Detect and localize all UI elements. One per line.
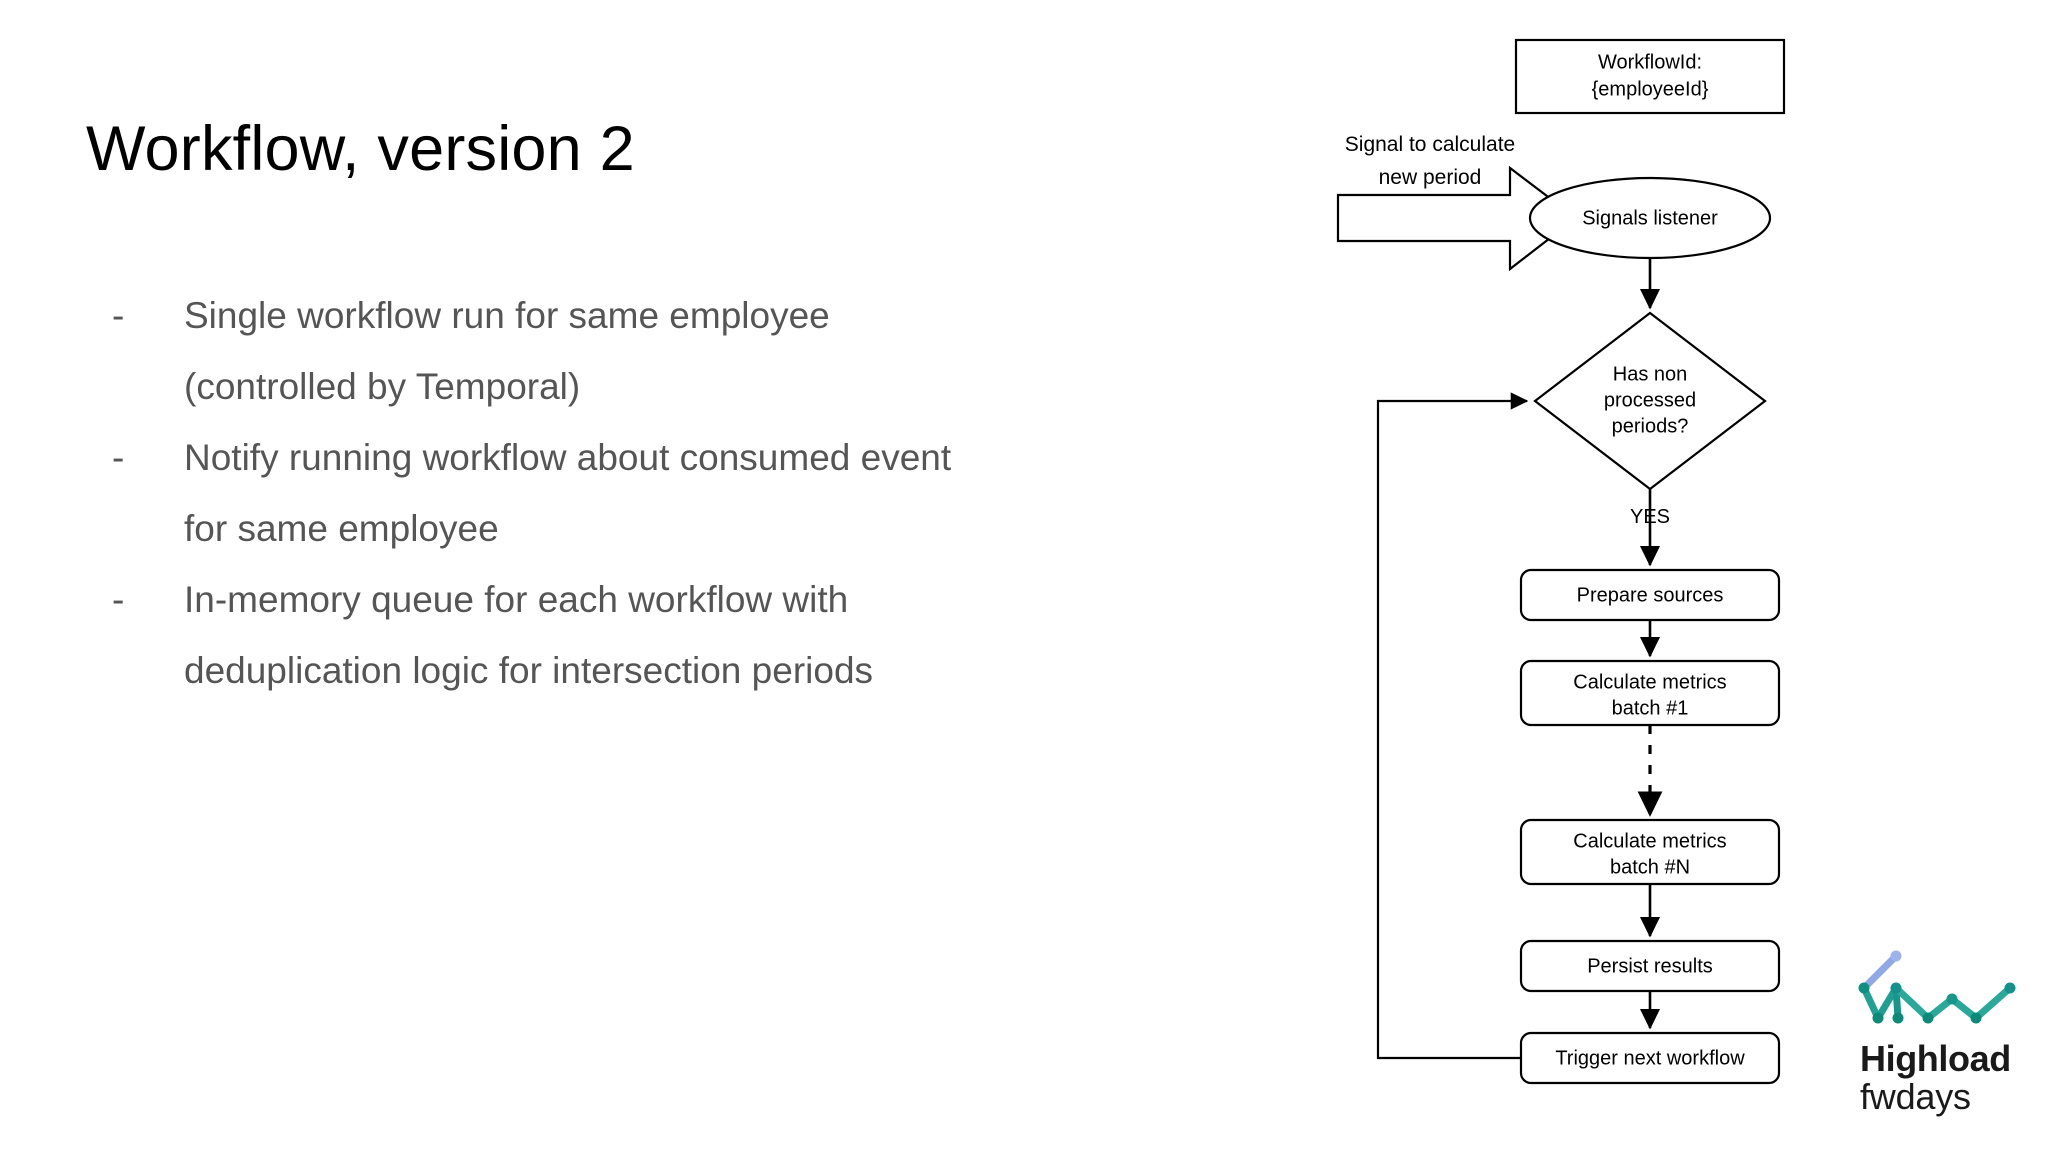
step-trigger-next-workflow: Trigger next workflow bbox=[1519, 1031, 1781, 1085]
step-batchN-line1: Calculate metrics bbox=[1573, 830, 1726, 852]
signal-label: Signal to calculate new period bbox=[1345, 133, 1515, 189]
bullet-list: - Single workflow run for same employee … bbox=[112, 280, 992, 706]
step-prepare-sources-label: Prepare sources bbox=[1577, 584, 1724, 606]
bullet-text: Notify running workflow about consumed e… bbox=[184, 437, 952, 549]
workflow-id-box: WorkflowId: {employeeId} bbox=[1514, 38, 1786, 115]
decision-line1: Has non bbox=[1613, 363, 1688, 385]
logo-wordmark: Highload fwdays bbox=[1852, 1041, 2048, 1115]
step-prepare-sources: Prepare sources bbox=[1519, 568, 1781, 622]
step-trigger-next-label: Trigger next workflow bbox=[1555, 1047, 1745, 1069]
signal-label-line2: new period bbox=[1379, 166, 1482, 189]
workflow-id-line1: WorkflowId: bbox=[1598, 51, 1702, 73]
signal-block-arrow bbox=[1336, 165, 1578, 272]
step-calculate-batch-n: Calculate metrics batch #N bbox=[1519, 818, 1781, 886]
bullet-text: Single workflow run for same employee (c… bbox=[184, 295, 830, 407]
decision-line3: periods? bbox=[1612, 415, 1689, 437]
bullet-marker: - bbox=[112, 437, 125, 478]
logo-brand-fwdays: fwdays bbox=[1860, 1076, 1971, 1117]
fwdays-polyline-mark bbox=[1858, 950, 2016, 1024]
signals-listener-label: Signals listener bbox=[1582, 207, 1718, 229]
page-title: Workflow, version 2 bbox=[86, 114, 635, 184]
edge-loopback-to-decision bbox=[1376, 392, 1529, 1060]
step-batch1-line2: batch #1 bbox=[1612, 697, 1689, 719]
bullet-text: In-memory queue for each workflow with d… bbox=[184, 579, 874, 691]
bullet-marker: - bbox=[112, 295, 125, 336]
workflow-id-line2: {employeeId} bbox=[1592, 78, 1709, 100]
signals-listener-node: Signals listener bbox=[1528, 176, 1772, 260]
list-item: - Notify running workflow about consumed… bbox=[112, 422, 992, 564]
list-item: - In-memory queue for each workflow with… bbox=[112, 564, 992, 706]
decision-line2: processed bbox=[1604, 389, 1696, 411]
logo-brand-highload: Highload bbox=[1860, 1038, 2011, 1079]
workflow-flowchart: WorkflowId: {employeeId} Signal to calcu… bbox=[1290, 20, 1930, 1120]
signal-label-line1: Signal to calculate bbox=[1345, 133, 1515, 156]
step-persist-results-label: Persist results bbox=[1587, 955, 1713, 977]
decision-diamond: Has non processed periods? bbox=[1533, 311, 1767, 491]
list-item: - Single workflow run for same employee … bbox=[112, 280, 992, 422]
step-persist-results: Persist results bbox=[1519, 939, 1781, 993]
bullet-marker: - bbox=[112, 579, 125, 620]
highload-fwdays-logo: Highload fwdays bbox=[1852, 945, 2048, 1145]
step-calculate-batch-1: Calculate metrics batch #1 bbox=[1519, 659, 1781, 727]
step-batchN-line2: batch #N bbox=[1610, 856, 1690, 878]
step-batch1-line1: Calculate metrics bbox=[1573, 671, 1726, 693]
